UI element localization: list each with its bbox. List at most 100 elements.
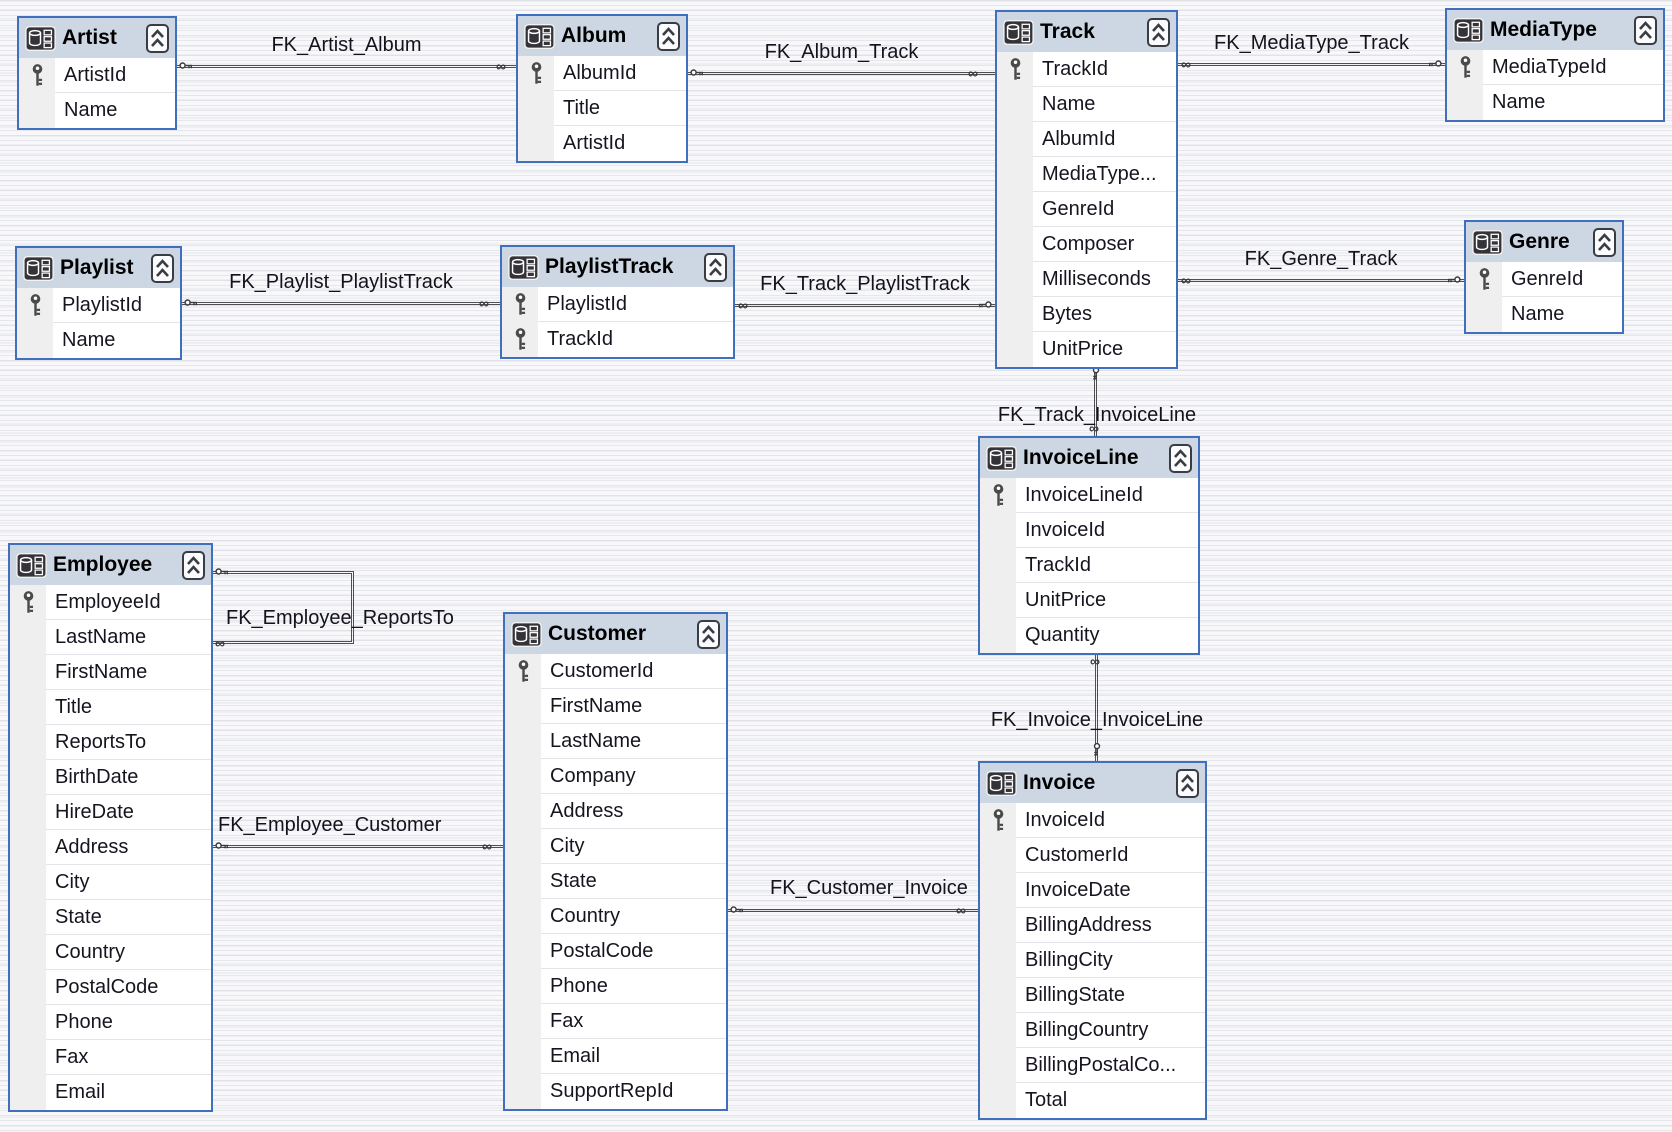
table-row[interactable]: Name bbox=[997, 87, 1176, 122]
table-row[interactable]: TrackId bbox=[502, 322, 733, 357]
table-row[interactable]: LastName bbox=[10, 620, 211, 655]
relationship-line-playlist-playlisttrack[interactable] bbox=[182, 302, 500, 305]
table-row[interactable]: Composer bbox=[997, 227, 1176, 262]
table-header[interactable]: InvoiceLine bbox=[980, 438, 1198, 478]
table-row[interactable]: InvoiceId bbox=[980, 513, 1198, 548]
table-row[interactable]: UnitPrice bbox=[980, 583, 1198, 618]
table-row[interactable]: Title bbox=[10, 690, 211, 725]
table-row[interactable]: State bbox=[10, 900, 211, 935]
collapse-button[interactable] bbox=[697, 619, 720, 649]
table-row[interactable]: InvoiceId bbox=[980, 803, 1205, 838]
table-row[interactable]: PlaylistId bbox=[17, 288, 180, 323]
table-invoice[interactable]: Invoice InvoiceId CustomerId InvoiceDate… bbox=[978, 761, 1207, 1120]
table-invoiceline[interactable]: InvoiceLine InvoiceLineId InvoiceId Trac… bbox=[978, 436, 1200, 655]
collapse-button[interactable] bbox=[1634, 15, 1657, 45]
table-row[interactable]: Address bbox=[10, 830, 211, 865]
table-row[interactable]: State bbox=[505, 864, 726, 899]
table-row[interactable]: InvoiceLineId bbox=[980, 478, 1198, 513]
table-row[interactable]: EmployeeId bbox=[10, 585, 211, 620]
table-row[interactable]: InvoiceDate bbox=[980, 873, 1205, 908]
table-row[interactable]: PostalCode bbox=[10, 970, 211, 1005]
table-row[interactable]: Country bbox=[10, 935, 211, 970]
table-header[interactable]: Track bbox=[997, 12, 1176, 52]
collapse-button[interactable] bbox=[1593, 227, 1616, 257]
table-row[interactable]: Bytes bbox=[997, 297, 1176, 332]
table-row[interactable]: BillingCity bbox=[980, 943, 1205, 978]
table-row[interactable]: HireDate bbox=[10, 795, 211, 830]
table-row[interactable]: Fax bbox=[10, 1040, 211, 1075]
table-row[interactable]: FirstName bbox=[10, 655, 211, 690]
table-row[interactable]: LastName bbox=[505, 724, 726, 759]
table-row[interactable]: BillingPostalCo... bbox=[980, 1048, 1205, 1083]
table-header[interactable]: Customer bbox=[505, 614, 726, 654]
table-playlist[interactable]: Playlist PlaylistId Name bbox=[15, 246, 182, 360]
table-row[interactable]: UnitPrice bbox=[997, 332, 1176, 367]
table-row[interactable]: BirthDate bbox=[10, 760, 211, 795]
collapse-button[interactable] bbox=[1147, 17, 1170, 47]
table-row[interactable]: Title bbox=[518, 91, 686, 126]
table-artist[interactable]: Artist ArtistId Name bbox=[17, 16, 177, 130]
table-mediatype[interactable]: MediaType MediaTypeId Name bbox=[1445, 8, 1665, 122]
table-header[interactable]: PlaylistTrack bbox=[502, 247, 733, 287]
table-genre[interactable]: Genre GenreId Name bbox=[1464, 220, 1624, 334]
collapse-button[interactable] bbox=[1176, 768, 1199, 798]
table-customer[interactable]: Customer CustomerId FirstName LastName C… bbox=[503, 612, 728, 1111]
table-header[interactable]: Invoice bbox=[980, 763, 1205, 803]
table-row[interactable]: Milliseconds bbox=[997, 262, 1176, 297]
table-row[interactable]: AlbumId bbox=[518, 56, 686, 91]
table-employee[interactable]: Employee EmployeeId LastName FirstName T… bbox=[8, 543, 213, 1112]
table-header[interactable]: MediaType bbox=[1447, 10, 1663, 50]
table-header[interactable]: Album bbox=[518, 16, 686, 56]
table-playlisttrack[interactable]: PlaylistTrack PlaylistId TrackId bbox=[500, 245, 735, 359]
table-row[interactable]: CustomerId bbox=[505, 654, 726, 689]
table-row[interactable]: Name bbox=[17, 323, 180, 358]
table-row[interactable]: GenreId bbox=[997, 192, 1176, 227]
table-row[interactable]: ArtistId bbox=[518, 126, 686, 161]
table-row[interactable]: FirstName bbox=[505, 689, 726, 724]
table-row[interactable]: CustomerId bbox=[980, 838, 1205, 873]
table-row[interactable]: BillingCountry bbox=[980, 1013, 1205, 1048]
collapse-button[interactable] bbox=[182, 550, 205, 580]
table-row[interactable]: SupportRepId bbox=[505, 1074, 726, 1109]
collapse-button[interactable] bbox=[657, 21, 680, 51]
table-row[interactable]: Total bbox=[980, 1083, 1205, 1118]
table-row[interactable]: AlbumId bbox=[997, 122, 1176, 157]
collapse-button[interactable] bbox=[151, 253, 174, 283]
table-row[interactable]: Fax bbox=[505, 1004, 726, 1039]
relationship-line-customer-invoice[interactable] bbox=[728, 909, 978, 912]
table-album[interactable]: Album AlbumId Title ArtistId bbox=[516, 14, 688, 163]
table-row[interactable]: MediaType... bbox=[997, 157, 1176, 192]
relationship-line-artist-album[interactable] bbox=[177, 65, 516, 68]
table-row[interactable]: Email bbox=[505, 1039, 726, 1074]
table-track[interactable]: Track TrackId Name AlbumId MediaType... … bbox=[995, 10, 1178, 369]
table-row[interactable]: ArtistId bbox=[19, 58, 175, 93]
table-row[interactable]: TrackId bbox=[997, 52, 1176, 87]
table-row[interactable]: Phone bbox=[10, 1005, 211, 1040]
table-row[interactable]: TrackId bbox=[980, 548, 1198, 583]
table-row[interactable]: BillingState bbox=[980, 978, 1205, 1013]
relationship-line-track-playlisttrack[interactable] bbox=[735, 304, 995, 307]
table-row[interactable]: PostalCode bbox=[505, 934, 726, 969]
table-row[interactable]: PlaylistId bbox=[502, 287, 733, 322]
table-row[interactable]: Country bbox=[505, 899, 726, 934]
table-row[interactable]: Name bbox=[1447, 85, 1663, 120]
table-row[interactable]: City bbox=[505, 829, 726, 864]
table-row[interactable]: Quantity bbox=[980, 618, 1198, 653]
relationship-line-mediatype-track[interactable] bbox=[1178, 63, 1445, 66]
table-row[interactable]: Name bbox=[19, 93, 175, 128]
table-row[interactable]: Company bbox=[505, 759, 726, 794]
table-header[interactable]: Genre bbox=[1466, 222, 1622, 262]
table-row[interactable]: MediaTypeId bbox=[1447, 50, 1663, 85]
relationship-line-track-invoiceline[interactable] bbox=[1094, 365, 1097, 436]
table-header[interactable]: Employee bbox=[10, 545, 211, 585]
table-header[interactable]: Playlist bbox=[17, 248, 180, 288]
collapse-button[interactable] bbox=[146, 23, 169, 53]
table-row[interactable]: GenreId bbox=[1466, 262, 1622, 297]
relationship-line-invoice-invoiceline[interactable] bbox=[1095, 651, 1098, 761]
table-row[interactable]: Address bbox=[505, 794, 726, 829]
collapse-button[interactable] bbox=[1169, 443, 1192, 473]
table-row[interactable]: City bbox=[10, 865, 211, 900]
relationship-line-employee-customer[interactable] bbox=[213, 845, 503, 848]
relationship-line-employee-reportsto[interactable] bbox=[213, 571, 354, 644]
table-row[interactable]: BillingAddress bbox=[980, 908, 1205, 943]
